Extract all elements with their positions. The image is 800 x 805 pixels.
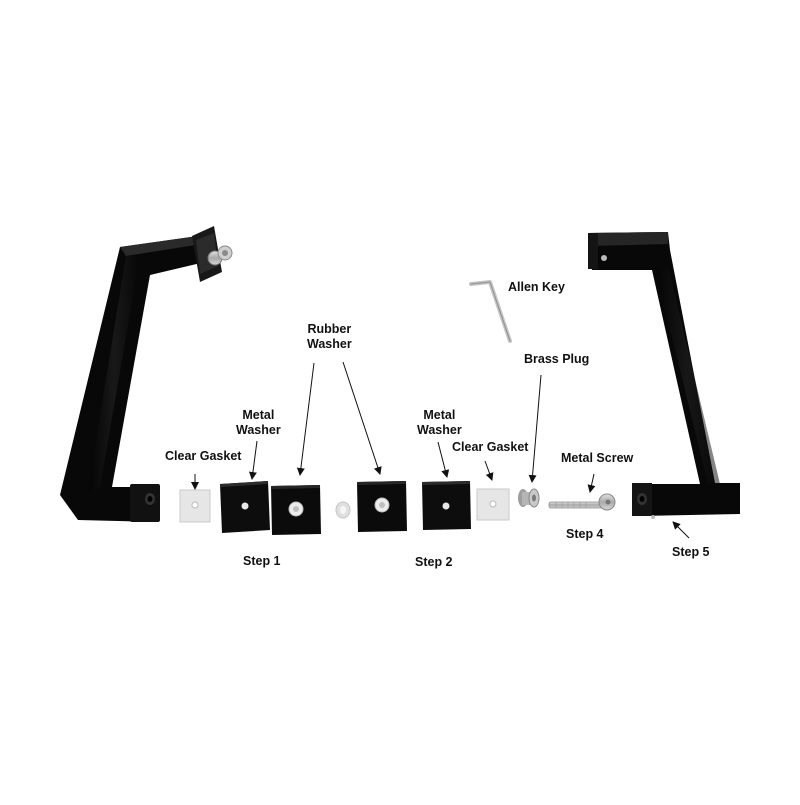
arrow-metal-screw (587, 473, 596, 493)
label-metal-washer-left-line2: Washer (236, 423, 281, 437)
label-allen-key: Allen Key (508, 280, 565, 294)
label-metal-washer-left-line1: Metal (242, 408, 275, 422)
label-step1: Step 1 (243, 554, 281, 568)
label-clear-gasket-left: Clear Gasket (165, 449, 242, 463)
brass-plug (518, 488, 540, 508)
label-step5: Step 5 (672, 545, 710, 559)
arrow-clear-gasket-right (484, 460, 494, 481)
arrow-brass-plug (528, 374, 542, 483)
label-rubber-washer: Rubber Washer (307, 322, 352, 352)
allen-key (469, 280, 512, 343)
label-metal-screw: Metal Screw (561, 451, 634, 465)
label-metal-washer-left: Metal Washer (236, 408, 281, 438)
arrow-metal-washer-right (437, 441, 450, 478)
label-brass-plug: Brass Plug (524, 352, 590, 366)
right-handle (588, 232, 740, 519)
rubber-washer-right (357, 481, 407, 532)
label-step2: Step 2 (415, 555, 453, 569)
label-step4: Step 4 (566, 527, 604, 541)
callout-arrows (191, 361, 690, 539)
arrow-step5 (672, 521, 690, 539)
label-rubber-washer-line2: Washer (307, 337, 352, 351)
metal-screw (548, 493, 616, 511)
label-clear-gasket-right: Clear Gasket (452, 440, 529, 454)
metal-washer-left (220, 481, 270, 533)
clear-gasket-right (476, 488, 510, 521)
arrow-rubber-washer-right (342, 361, 382, 475)
metal-washer-right (422, 481, 471, 530)
label-rubber-washer-line1: Rubber (307, 322, 352, 336)
arrow-rubber-washer-left (296, 362, 315, 476)
label-metal-washer-right-line2: Washer (417, 423, 462, 437)
left-handle (60, 226, 233, 522)
label-metal-washer-right-line1: Metal (423, 408, 456, 422)
clear-bushing (335, 501, 351, 519)
arrow-metal-washer-left (248, 440, 258, 480)
rubber-washer-left (271, 485, 321, 535)
clear-gasket-left (179, 489, 211, 523)
label-metal-washer-right: Metal Washer (417, 408, 462, 438)
